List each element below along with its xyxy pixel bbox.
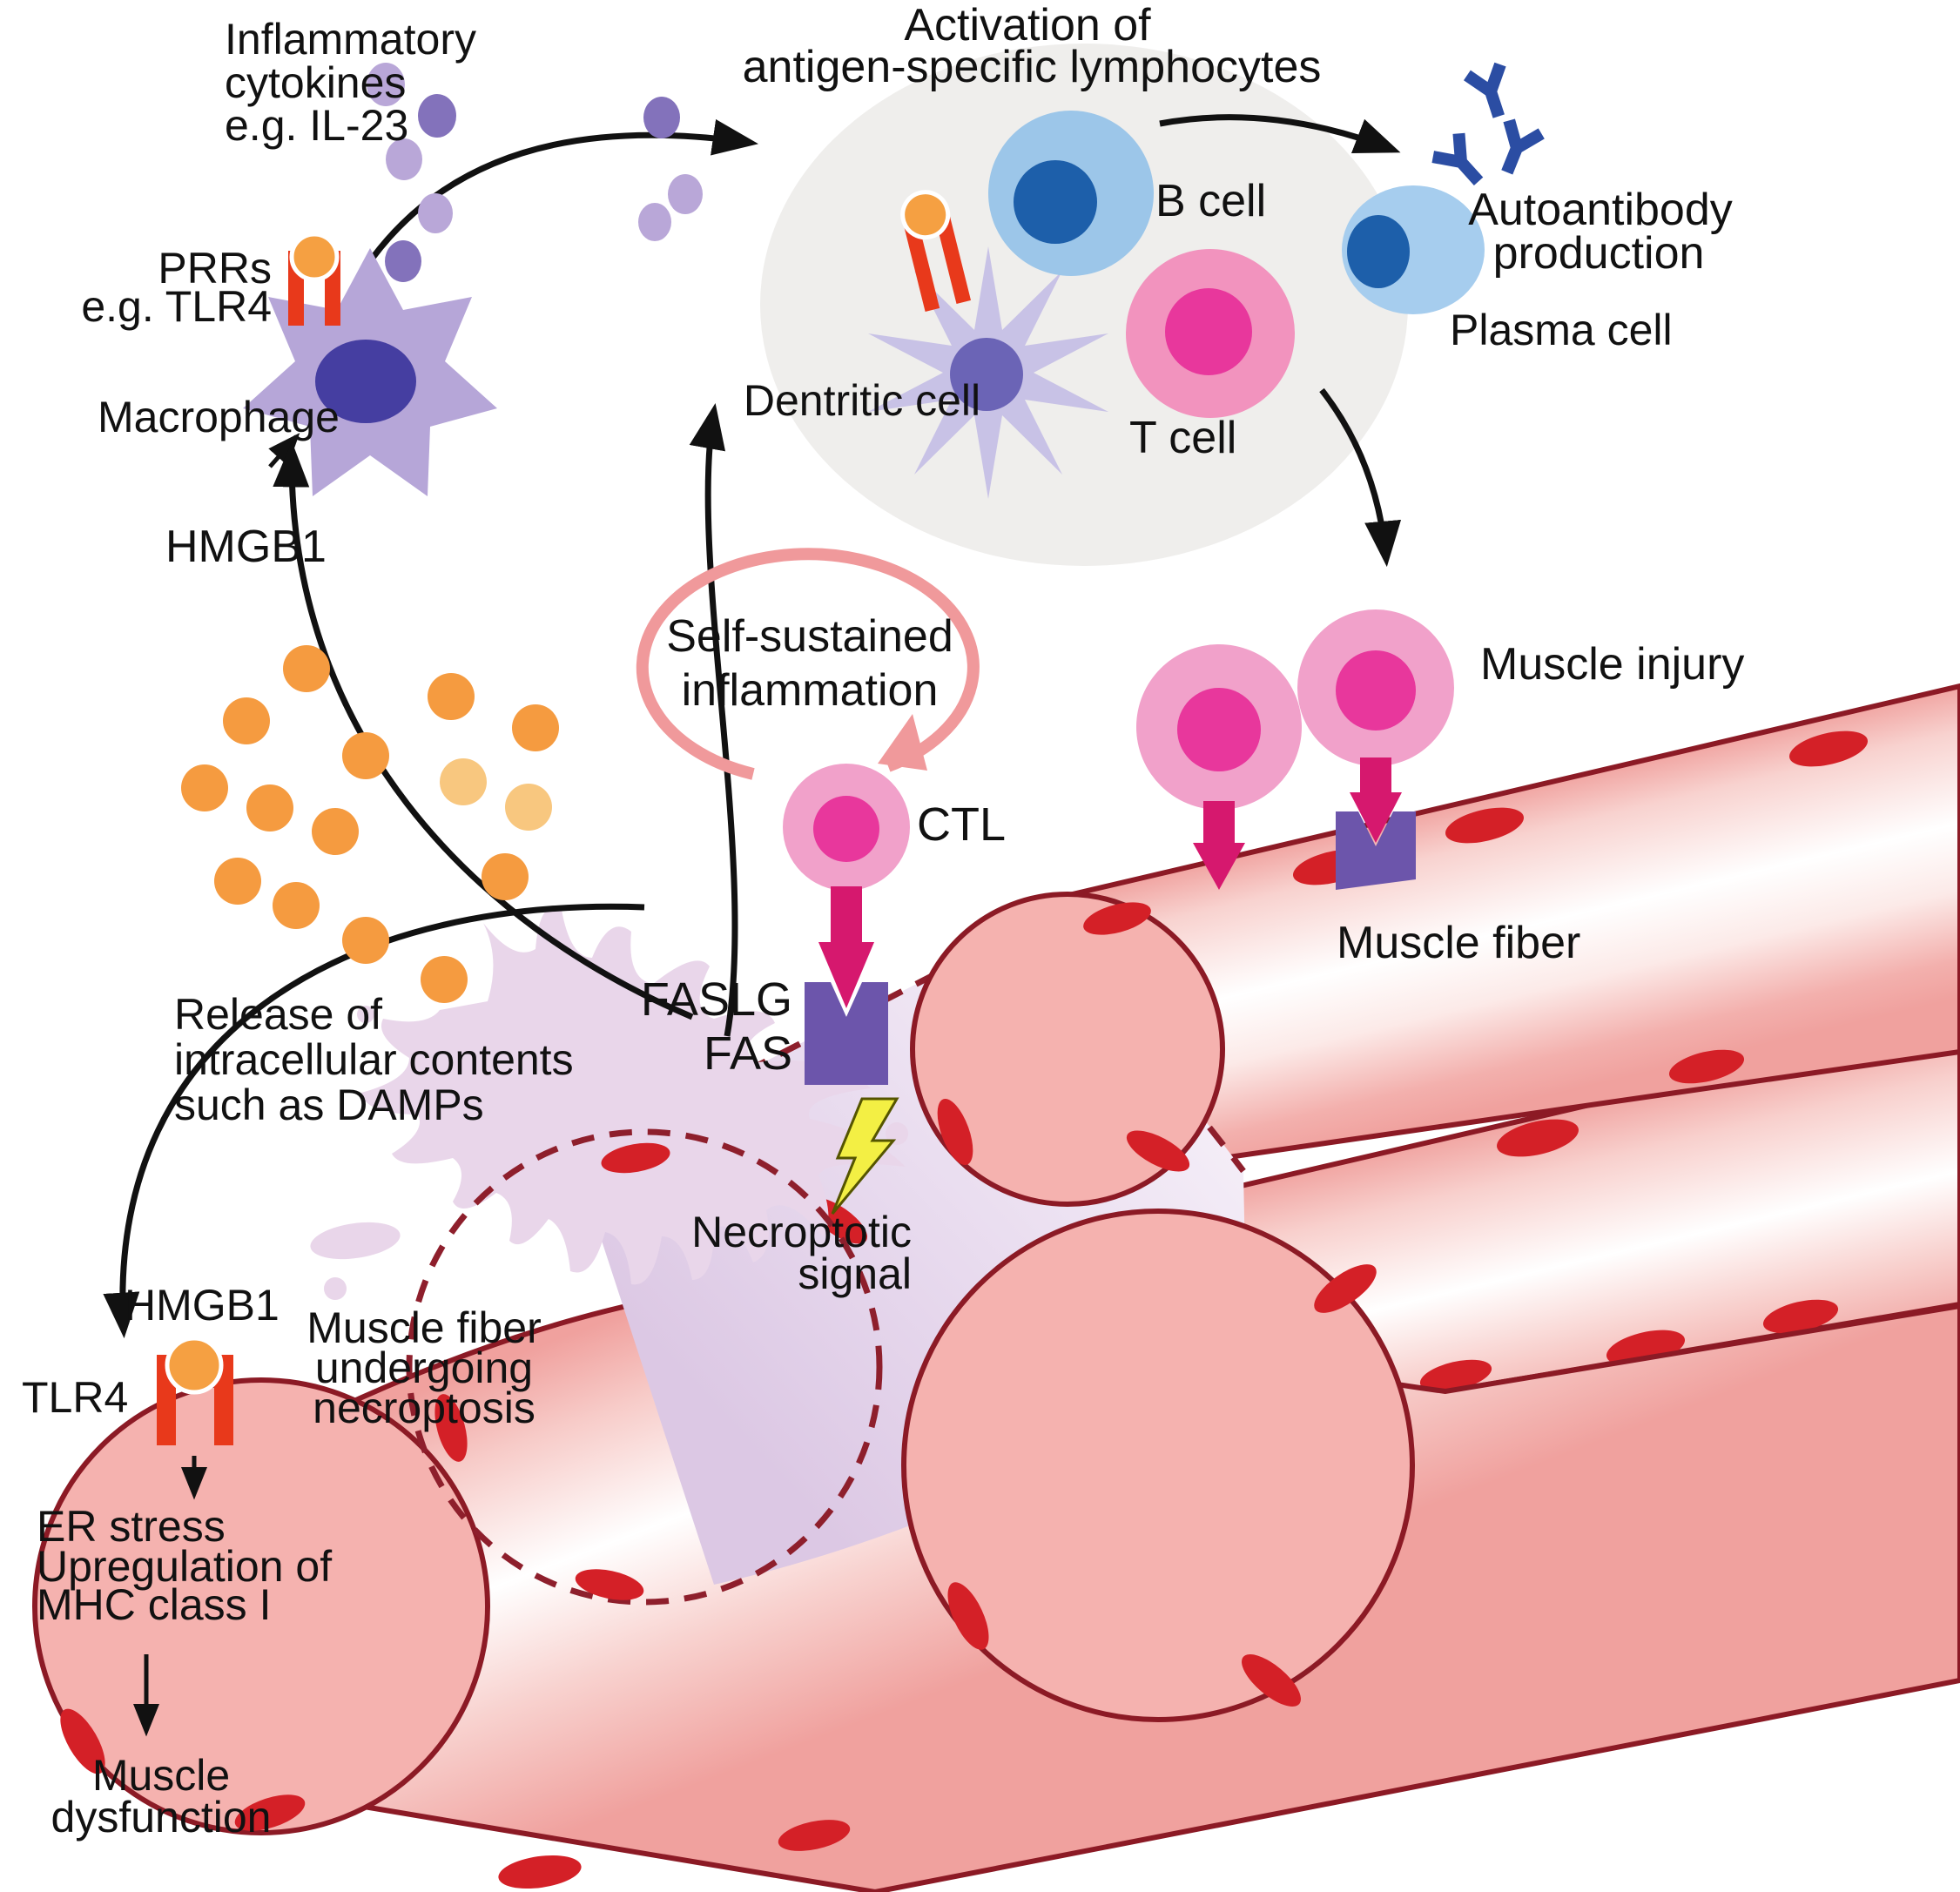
- arrow-damps-to-macrophage: [273, 441, 694, 1020]
- b-cell: [988, 111, 1154, 276]
- prrs-label-line1: PRRs: [158, 244, 272, 293]
- autoantibody-label-line2: production: [1493, 228, 1705, 279]
- damp-release-splash: [310, 907, 908, 1300]
- arrow-activation-to-muscle-injury: [1319, 387, 1402, 568]
- arrow-damps-to-activation: [689, 403, 738, 1037]
- cytokines-label-line2: cytokines: [225, 58, 406, 107]
- fiber1-rim-nuclei: [937, 902, 1190, 1172]
- necro-fiber-label-line2: undergoing: [315, 1343, 533, 1392]
- tlr4-receptor-icon: [157, 1336, 233, 1445]
- hmgb1-label: HMGB1: [165, 522, 327, 572]
- il23-molecules: [367, 63, 703, 282]
- upregulation-label-line1: Upregulation of: [37, 1542, 332, 1591]
- prr-receptor-icon: [288, 232, 340, 326]
- self-sustained-cycle-arrow: [636, 548, 980, 780]
- necroptotic-fiber-cross-section: [406, 1128, 883, 1606]
- b-cell-nucleus: [1014, 160, 1097, 244]
- necro-fiber-label-line3: necroptosis: [313, 1384, 535, 1432]
- hmgb1-label-bottom: HMGB1: [125, 1281, 280, 1330]
- muscle-fiber-label: Muscle fiber: [1337, 918, 1580, 968]
- hmgb1-molecules: [181, 645, 559, 1003]
- fiber2-rim-nuclei: [60, 1708, 306, 1831]
- macrophage-label: Macrophage: [98, 393, 340, 441]
- tlr4-label: TLR4: [22, 1373, 128, 1422]
- er-stress-label: ER stress: [37, 1502, 226, 1551]
- cytokines-label-line1: Inflammatory: [225, 15, 476, 64]
- necroptotic-signal-lightning-icon: [831, 1097, 899, 1215]
- upregulation-label-line2: MHC class I: [37, 1580, 271, 1629]
- muscle-injury-cell-right: [1297, 609, 1454, 843]
- self-sustained-cycle-arrowhead: [878, 714, 927, 771]
- release-label-line3: such as DAMPs: [174, 1081, 484, 1129]
- fiber1-nuclei: [1292, 731, 1869, 1084]
- fas-label: FAS: [704, 1027, 792, 1080]
- faslg-label: FASLG: [641, 973, 792, 1026]
- fas-receptor-icon: [805, 982, 888, 1085]
- ctl-label: CTL: [917, 798, 1006, 851]
- muscle-fiber-3-cross-section: [901, 1209, 1415, 1722]
- dendritic-nucleus: [950, 338, 1023, 411]
- plasma-nucleus: [1347, 215, 1410, 288]
- dendritic-label: Dentritic cell: [744, 376, 980, 425]
- fiber3-rim-nuclei: [947, 1264, 1377, 1707]
- necro-fiber-label-line1: Muscle fiber: [306, 1303, 542, 1352]
- ctl-cell: [783, 764, 910, 891]
- self-sustained-label-line2: inflammation: [682, 665, 939, 716]
- dysfunction-label-line1: Muscle: [92, 1751, 230, 1800]
- autoantibody-label-line1: Autoantibody: [1468, 185, 1733, 235]
- b-cell-label: B cell: [1155, 176, 1266, 226]
- faslg-dagger-icon: [818, 886, 874, 1008]
- autoantibody-icons: [1431, 62, 1545, 185]
- activation-title-line1: Activation of: [904, 0, 1151, 50]
- prrs-label-line2: e.g. TLR4: [81, 282, 272, 331]
- plasma-label: Plasma cell: [1450, 306, 1673, 354]
- ctl-nucleus: [813, 796, 879, 862]
- macrophage-nucleus: [315, 340, 416, 423]
- activation-title-line2: antigen-specific lymphocytes: [743, 42, 1322, 92]
- dendritic-cell: [868, 246, 1108, 499]
- macrophage-cell: [243, 248, 497, 496]
- self-sustained-label-line1: Self-sustained: [666, 611, 953, 662]
- arrow-cytokines-to-activation: [370, 118, 759, 260]
- muscle-injury-label: Muscle injury: [1480, 639, 1744, 690]
- fiber2-nuclei: [498, 1820, 851, 1889]
- necroptotic-label-line1: Necroptotic: [691, 1208, 912, 1256]
- muscle-fiber-1-cross-section: [910, 892, 1225, 1207]
- muscle-injury-cell-left: [1136, 644, 1302, 890]
- release-label-line2: intracellular contents: [174, 1035, 574, 1084]
- arrow-release-to-tlr4: [103, 903, 645, 1339]
- dysfunction-label-line2: dysfunction: [51, 1793, 272, 1842]
- dendritic-tlr-receptor-icon: [900, 190, 972, 312]
- activation-zone-circle: [760, 44, 1408, 566]
- necroptotic-label-line2: signal: [798, 1249, 912, 1298]
- cytokines-label-line3: e.g. IL-23: [225, 101, 408, 150]
- arrow-bcell-to-plasma: [1159, 114, 1401, 153]
- t-cell-label: T cell: [1129, 413, 1236, 463]
- plasma-cell: [1342, 185, 1485, 314]
- t-cell: [1126, 249, 1295, 418]
- fas-receptor-icon-injury: [1336, 811, 1416, 890]
- release-label-line1: Release of: [174, 990, 382, 1039]
- t-cell-nucleus: [1165, 288, 1252, 375]
- necro-rim-nuclei: [434, 1142, 670, 1600]
